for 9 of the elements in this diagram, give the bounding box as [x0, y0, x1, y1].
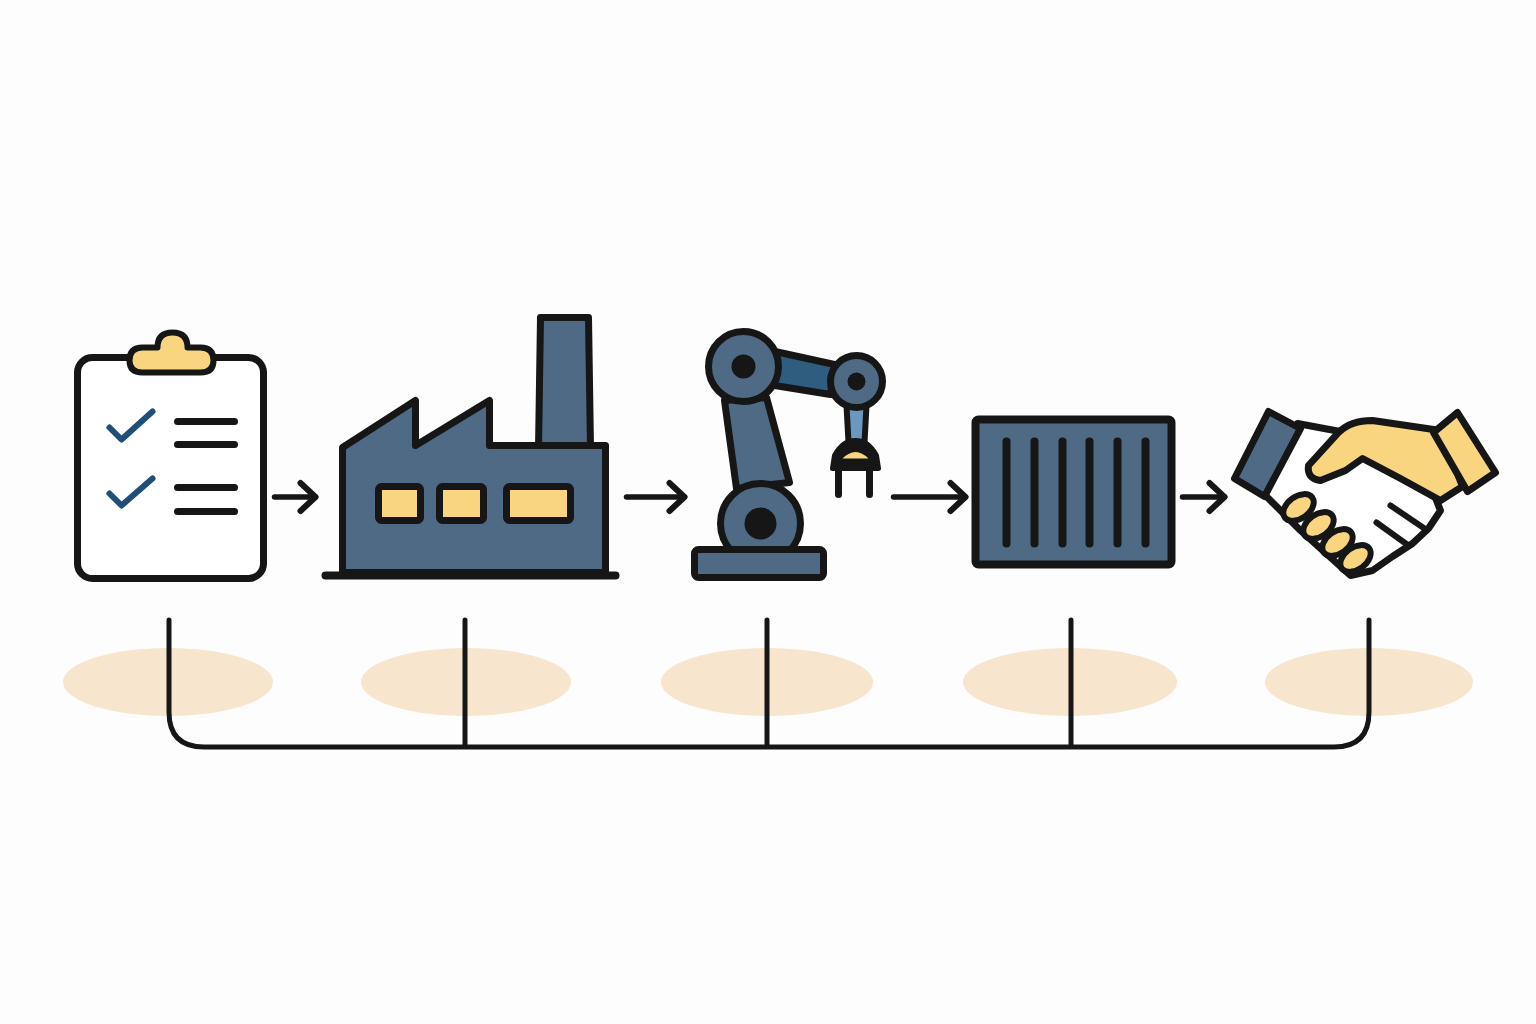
- arrow: [890, 480, 969, 514]
- arrow: [1179, 480, 1228, 514]
- arrow: [271, 480, 319, 514]
- robot-arm-icon: [690, 327, 886, 581]
- arrow: [623, 480, 688, 514]
- shipping-container-icon: [971, 415, 1175, 568]
- factory-icon: [321, 313, 619, 579]
- handshake-icon: [1230, 407, 1499, 581]
- clipboard-icon: [73, 328, 267, 582]
